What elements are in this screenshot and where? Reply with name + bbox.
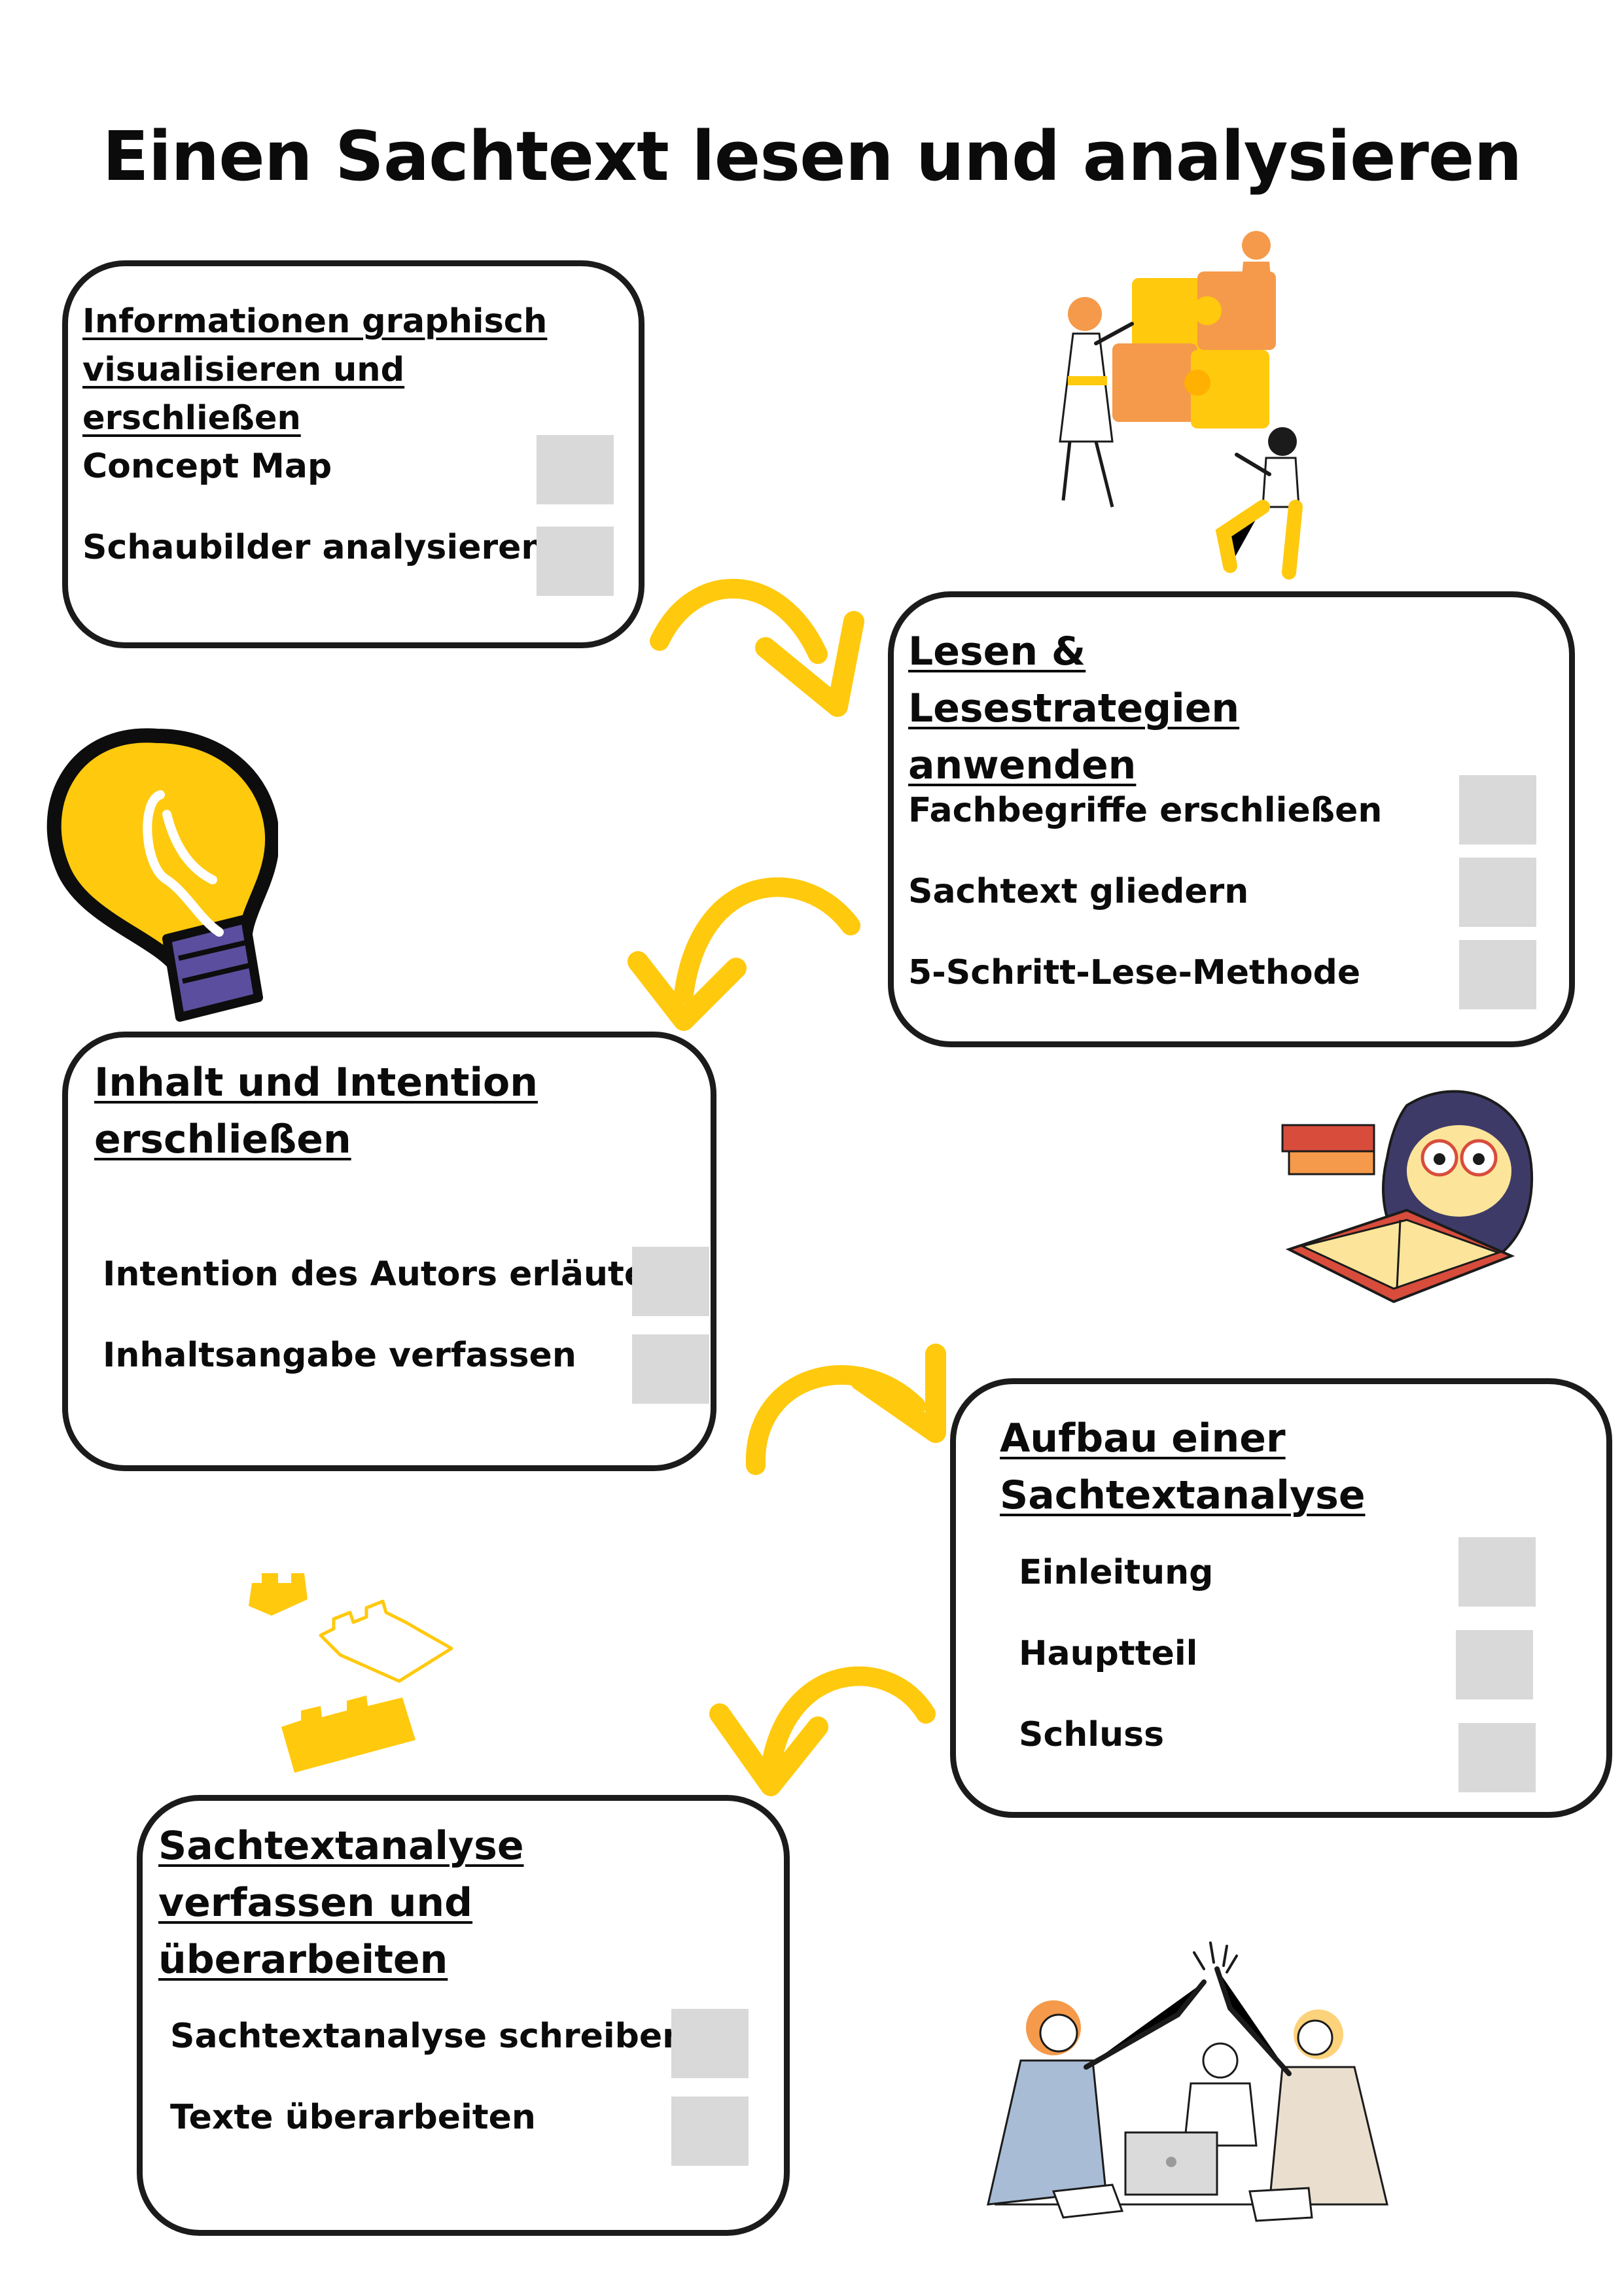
- curved-arrow-icon: [709, 1666, 936, 1796]
- item-fachbegriffe: Fachbegriffe erschließen: [908, 791, 1383, 830]
- item-inhaltsangabe: Inhaltsangabe verfassen: [103, 1336, 576, 1375]
- curved-arrow-icon: [745, 1344, 946, 1475]
- checkbox-einleitung[interactable]: [1458, 1537, 1536, 1607]
- building-blocks-icon: [249, 1573, 453, 1773]
- item-schaubilder: Schaubilder analysieren: [82, 528, 546, 567]
- high-five-team-illustration: [987, 1941, 1388, 2222]
- checkbox-ueberarbeiten[interactable]: [671, 2096, 749, 2166]
- card-aufbau: Aufbau einer Sachtextanalyse Einleitung …: [950, 1378, 1612, 1818]
- puzzle-team-illustration: [1059, 231, 1303, 580]
- checkbox-gliedern[interactable]: [1459, 858, 1536, 927]
- checkbox-fachbegriffe[interactable]: [1459, 775, 1536, 844]
- item-gliedern: Sachtext gliedern: [908, 872, 1249, 911]
- item-hauptteil: Hauptteil: [1019, 1634, 1198, 1673]
- card-verfassen: Sachtextanalyse verfassen und überarbeit…: [137, 1795, 790, 2236]
- checkbox-intention[interactable]: [632, 1247, 709, 1316]
- card-title: Sachtextanalyse verfassen und überarbeit…: [158, 1823, 524, 1983]
- checkbox-concept-map[interactable]: [537, 435, 614, 504]
- penguin-reading-illustration: [1281, 1090, 1534, 1304]
- item-schreiben: Sachtextanalyse schreiben: [170, 2017, 687, 2056]
- curved-arrow-icon: [627, 877, 860, 1031]
- checkbox-schreiben[interactable]: [671, 2009, 749, 2078]
- item-einleitung: Einleitung: [1019, 1553, 1214, 1592]
- card-title: Lesen & Lesestrategien anwenden: [908, 629, 1240, 788]
- checkbox-schaubilder[interactable]: [537, 527, 614, 596]
- curved-arrow-icon: [650, 579, 864, 717]
- card-title: Inhalt und Intention erschließen: [94, 1060, 538, 1162]
- item-ueberarbeiten: Texte überarbeiten: [170, 2098, 536, 2137]
- card-informationen: Informationen graphisch visualisieren un…: [62, 260, 644, 648]
- checkbox-hauptteil[interactable]: [1456, 1630, 1533, 1699]
- lightbulb-icon: [46, 728, 278, 1022]
- item-intention: Intention des Autors erläutern: [103, 1255, 688, 1294]
- card-title: Informationen graphisch visualisieren un…: [82, 302, 548, 438]
- checkbox-schluss[interactable]: [1458, 1723, 1536, 1792]
- card-inhalt-intention: Inhalt und Intention erschließen Intenti…: [62, 1032, 716, 1471]
- checkbox-inhaltsangabe[interactable]: [632, 1334, 709, 1404]
- checkbox-5-schritt[interactable]: [1459, 940, 1536, 1009]
- item-5-schritt: 5-Schritt-Lese-Methode: [908, 953, 1361, 992]
- card-title: Aufbau einer Sachtextanalyse: [1000, 1416, 1366, 1518]
- item-schluss: Schluss: [1019, 1715, 1165, 1754]
- card-lesestrategien: Lesen & Lesestrategien anwenden Fachbegr…: [888, 591, 1575, 1047]
- page-title: Einen Sachtext lesen und analysieren: [102, 116, 1523, 196]
- item-concept-map: Concept Map: [82, 447, 332, 486]
